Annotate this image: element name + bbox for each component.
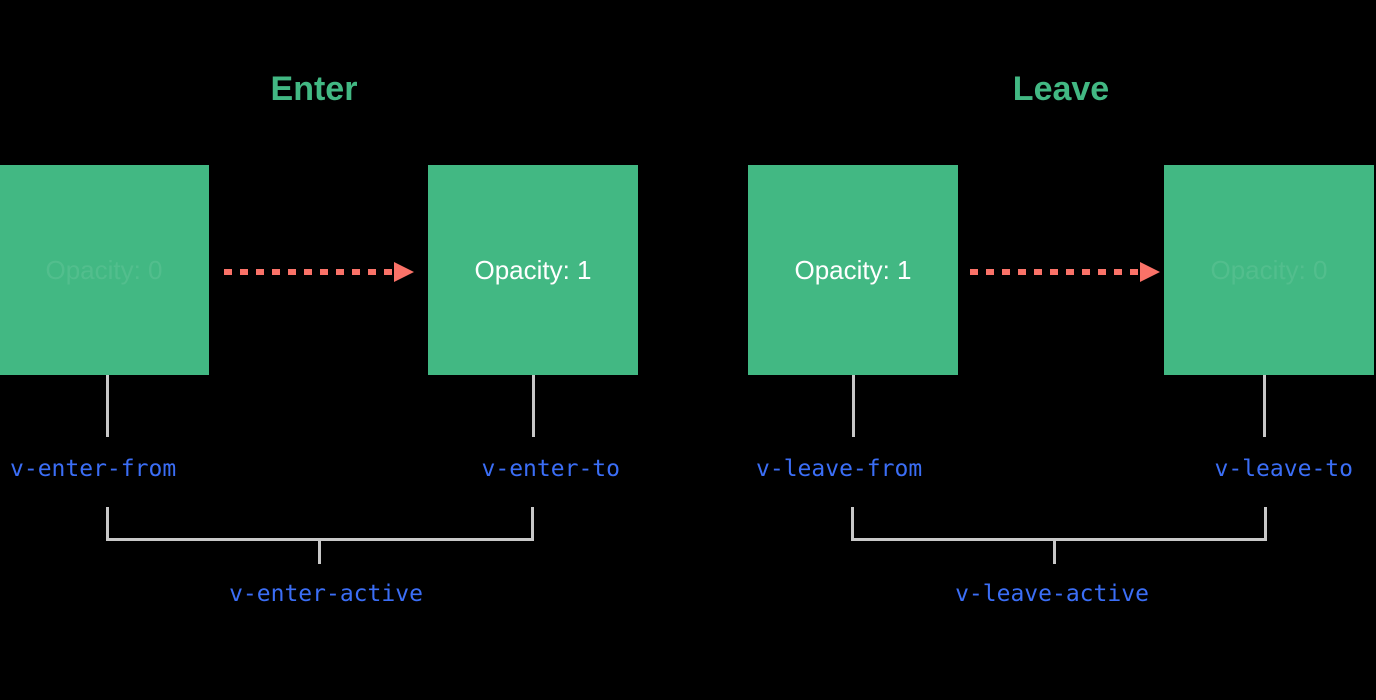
leave-active-bracket-stem [1053, 538, 1056, 564]
enter-phase-title: Enter [270, 70, 358, 108]
enter-from-leader-line [106, 375, 109, 437]
enter-to-box-state-text: Opacity: 1 [474, 255, 592, 285]
leave-from-box-state-text: Opacity: 1 [794, 255, 912, 285]
label-v-leave-active: v-leave-active [955, 581, 1149, 607]
leave-to-box: Opacity: 0 [1164, 165, 1374, 375]
leave-to-box-state-text: Opacity: 0 [1210, 255, 1328, 285]
enter-to-leader-line [532, 375, 535, 437]
leave-arrow-shaft [970, 269, 1140, 275]
label-v-enter-active: v-enter-active [229, 581, 423, 607]
enter-transition-arrow [224, 262, 414, 282]
label-v-leave-from: v-leave-from [756, 456, 923, 482]
label-v-enter-to: v-enter-to [481, 456, 620, 482]
label-v-leave-to: v-leave-to [1214, 456, 1353, 482]
leave-to-leader-line [1263, 375, 1266, 437]
enter-from-box-state-text: Opacity: 0 [45, 255, 163, 285]
leave-phase-title: Leave [1012, 70, 1110, 108]
enter-active-bracket [106, 507, 534, 541]
leave-from-leader-line [852, 375, 855, 437]
label-v-enter-from: v-enter-from [10, 456, 177, 482]
enter-to-box: Opacity: 1 [428, 165, 638, 375]
leave-active-bracket [851, 507, 1267, 541]
leave-arrow-head [1140, 262, 1160, 282]
enter-arrow-head [394, 262, 414, 282]
leave-from-box: Opacity: 1 [748, 165, 958, 375]
enter-active-bracket-stem [318, 538, 321, 564]
leave-transition-arrow [970, 262, 1160, 282]
enter-arrow-shaft [224, 269, 394, 275]
enter-from-box: Opacity: 0 [0, 165, 209, 375]
